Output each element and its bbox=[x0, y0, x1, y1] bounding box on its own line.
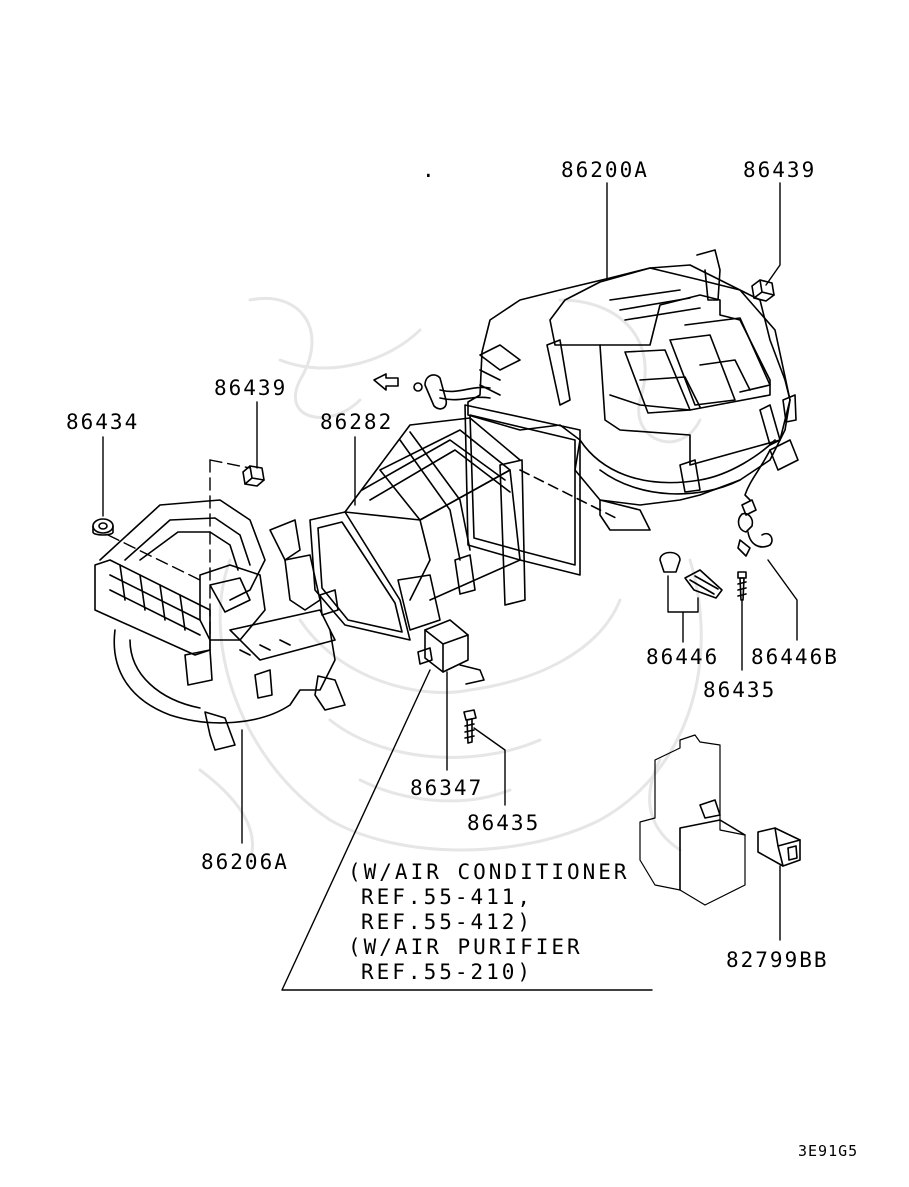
clip-86446 bbox=[659, 551, 723, 599]
relay-module-82799BB bbox=[639, 734, 801, 906]
direction-arrow bbox=[373, 373, 399, 391]
label-86435-bottom: 86435 bbox=[467, 811, 541, 835]
label-86446B: 86446B bbox=[751, 645, 839, 669]
dot-mark: . bbox=[422, 158, 437, 182]
note-line-5: REF.55-210) bbox=[361, 960, 534, 984]
label-86434: 86434 bbox=[66, 410, 140, 434]
watermark-emblem bbox=[198, 297, 703, 862]
note-line-1: (W/AIR CONDITIONER bbox=[348, 860, 630, 884]
label-86200A: 86200A bbox=[561, 158, 649, 182]
washer-86434 bbox=[92, 518, 114, 536]
nut-86439-left bbox=[242, 465, 265, 487]
label-86282: 86282 bbox=[320, 410, 394, 434]
label-86439-left: 86439 bbox=[214, 376, 288, 400]
screw-86435-right bbox=[737, 571, 747, 601]
resistor-86347 bbox=[417, 619, 485, 685]
screw-86435-bottom bbox=[463, 709, 477, 744]
label-82799BB: 82799BB bbox=[726, 948, 829, 972]
sensor-86446B bbox=[737, 512, 773, 557]
note-line-4: (W/AIR PURIFIER bbox=[348, 935, 583, 959]
label-86439-top: 86439 bbox=[743, 158, 817, 182]
label-86435-right: 86435 bbox=[703, 678, 777, 702]
nut-86439-right bbox=[751, 279, 775, 302]
note-line-2: REF.55-411, bbox=[361, 885, 534, 909]
leader-lines bbox=[102, 182, 798, 991]
label-86347: 86347 bbox=[410, 776, 484, 800]
hose-grommet bbox=[413, 374, 491, 410]
heater-unit-86200A bbox=[467, 249, 799, 531]
duct-86282 bbox=[309, 404, 621, 641]
note-line-3: REF.55-412) bbox=[361, 910, 534, 934]
label-86206A: 86206A bbox=[201, 850, 289, 874]
label-86446: 86446 bbox=[646, 645, 720, 669]
drawing-code: 3E91G5 bbox=[798, 1142, 859, 1160]
